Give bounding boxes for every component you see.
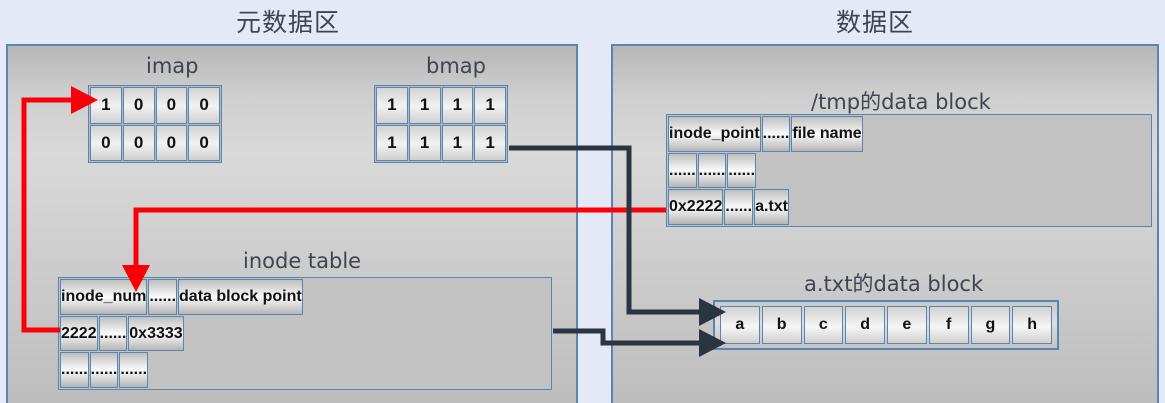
bmap-cell-0-3: 1 bbox=[474, 87, 506, 124]
tmp-data-block-cell-1-1: ...... bbox=[697, 152, 727, 189]
inode-table-cell-2-2: ...... bbox=[119, 352, 149, 389]
inode-table-row: 2222......0x3333 bbox=[60, 315, 550, 352]
tmp-data-block-cell-2-2: a.txt bbox=[754, 189, 789, 226]
imap-cell-1-1: 0 bbox=[122, 124, 155, 161]
inode-table-header-cell-0-0: inode_num bbox=[60, 279, 148, 315]
atxt-byte-cell-6: g bbox=[970, 306, 1011, 344]
atxt-byte-cell-1: b bbox=[761, 306, 802, 344]
imap-cell-0-2: 0 bbox=[155, 87, 188, 124]
inode-table-cell-2-1: ...... bbox=[89, 352, 119, 389]
tmp-data-block-row: 0x2222......a.txt bbox=[668, 189, 1150, 226]
imap-cell-1-2: 0 bbox=[155, 124, 188, 161]
atxt-byte-cell-7: h bbox=[1012, 306, 1052, 344]
atxt-data-block-label: a.txt的data block bbox=[804, 272, 984, 296]
bmap-cell-0-1: 1 bbox=[408, 87, 441, 124]
inode-table-header-cell-0-1: ...... bbox=[148, 279, 178, 315]
tmp-data-block-header-cell-0-2: file name bbox=[791, 116, 863, 152]
atxt-byte-cell-2: c bbox=[803, 306, 844, 344]
tmp-data-block-header-row: inode_point......file name bbox=[668, 116, 1150, 152]
imap-label: imap bbox=[146, 54, 199, 78]
inode-table-cell-1-2: 0x3333 bbox=[128, 315, 184, 352]
atxt-byte-cell-0: a bbox=[720, 306, 760, 344]
inode-table-label: inode table bbox=[243, 249, 362, 273]
inode-table-header-row: inode_num......data block point bbox=[60, 279, 550, 315]
tmp-data-block-cell-2-0: 0x2222 bbox=[668, 189, 724, 226]
atxt-byte-cell-4: e bbox=[887, 306, 927, 344]
bmap-cell-1-2: 1 bbox=[441, 124, 474, 161]
imap-cell-0-1: 0 bbox=[122, 87, 155, 124]
bmap-cell-1-0: 1 bbox=[376, 124, 408, 161]
inode-table-header-cell-0-2: data block point bbox=[178, 279, 303, 315]
tmp-data-block-cell-1-2: ...... bbox=[727, 152, 757, 189]
tmp-data-block-cell-1-0: ...... bbox=[668, 152, 697, 189]
data-section-title: 数据区 bbox=[836, 8, 915, 37]
inode-table-cell-2-0: ...... bbox=[60, 352, 89, 389]
inode-table-cell-1-0: 2222 bbox=[60, 315, 98, 352]
tmp-data-block-header-cell-0-1: ...... bbox=[761, 116, 791, 152]
bmap-label: bmap bbox=[426, 54, 486, 78]
imap-cell-1-3: 0 bbox=[188, 124, 220, 161]
bmap-cell-0-0: 1 bbox=[376, 87, 408, 124]
atxt-byte-cell-3: d bbox=[845, 306, 885, 344]
bmap-cell-0-2: 1 bbox=[441, 87, 474, 124]
metadata-section-title: 元数据区 bbox=[236, 8, 341, 37]
imap-cell-0-0: 1 bbox=[90, 87, 122, 124]
tmp-data-block-cell-2-1: ...... bbox=[724, 189, 754, 226]
tmp-data-block-row: .................. bbox=[668, 152, 1150, 189]
atxt-byte-cell-5: f bbox=[928, 306, 969, 344]
imap-cell-0-3: 0 bbox=[188, 87, 220, 124]
bmap-cell-1-3: 1 bbox=[474, 124, 506, 161]
inode-table-row: .................. bbox=[60, 352, 550, 389]
inode-table-cell-1-1: ...... bbox=[98, 315, 128, 352]
imap-cell-1-0: 0 bbox=[90, 124, 122, 161]
bmap-cell-1-1: 1 bbox=[408, 124, 441, 161]
tmp-data-block-header-cell-0-0: inode_point bbox=[668, 116, 761, 152]
tmp-data-block-label: /tmp的data block bbox=[811, 90, 991, 114]
tmp-data-block-table: inode_point......file name..............… bbox=[666, 114, 1152, 227]
